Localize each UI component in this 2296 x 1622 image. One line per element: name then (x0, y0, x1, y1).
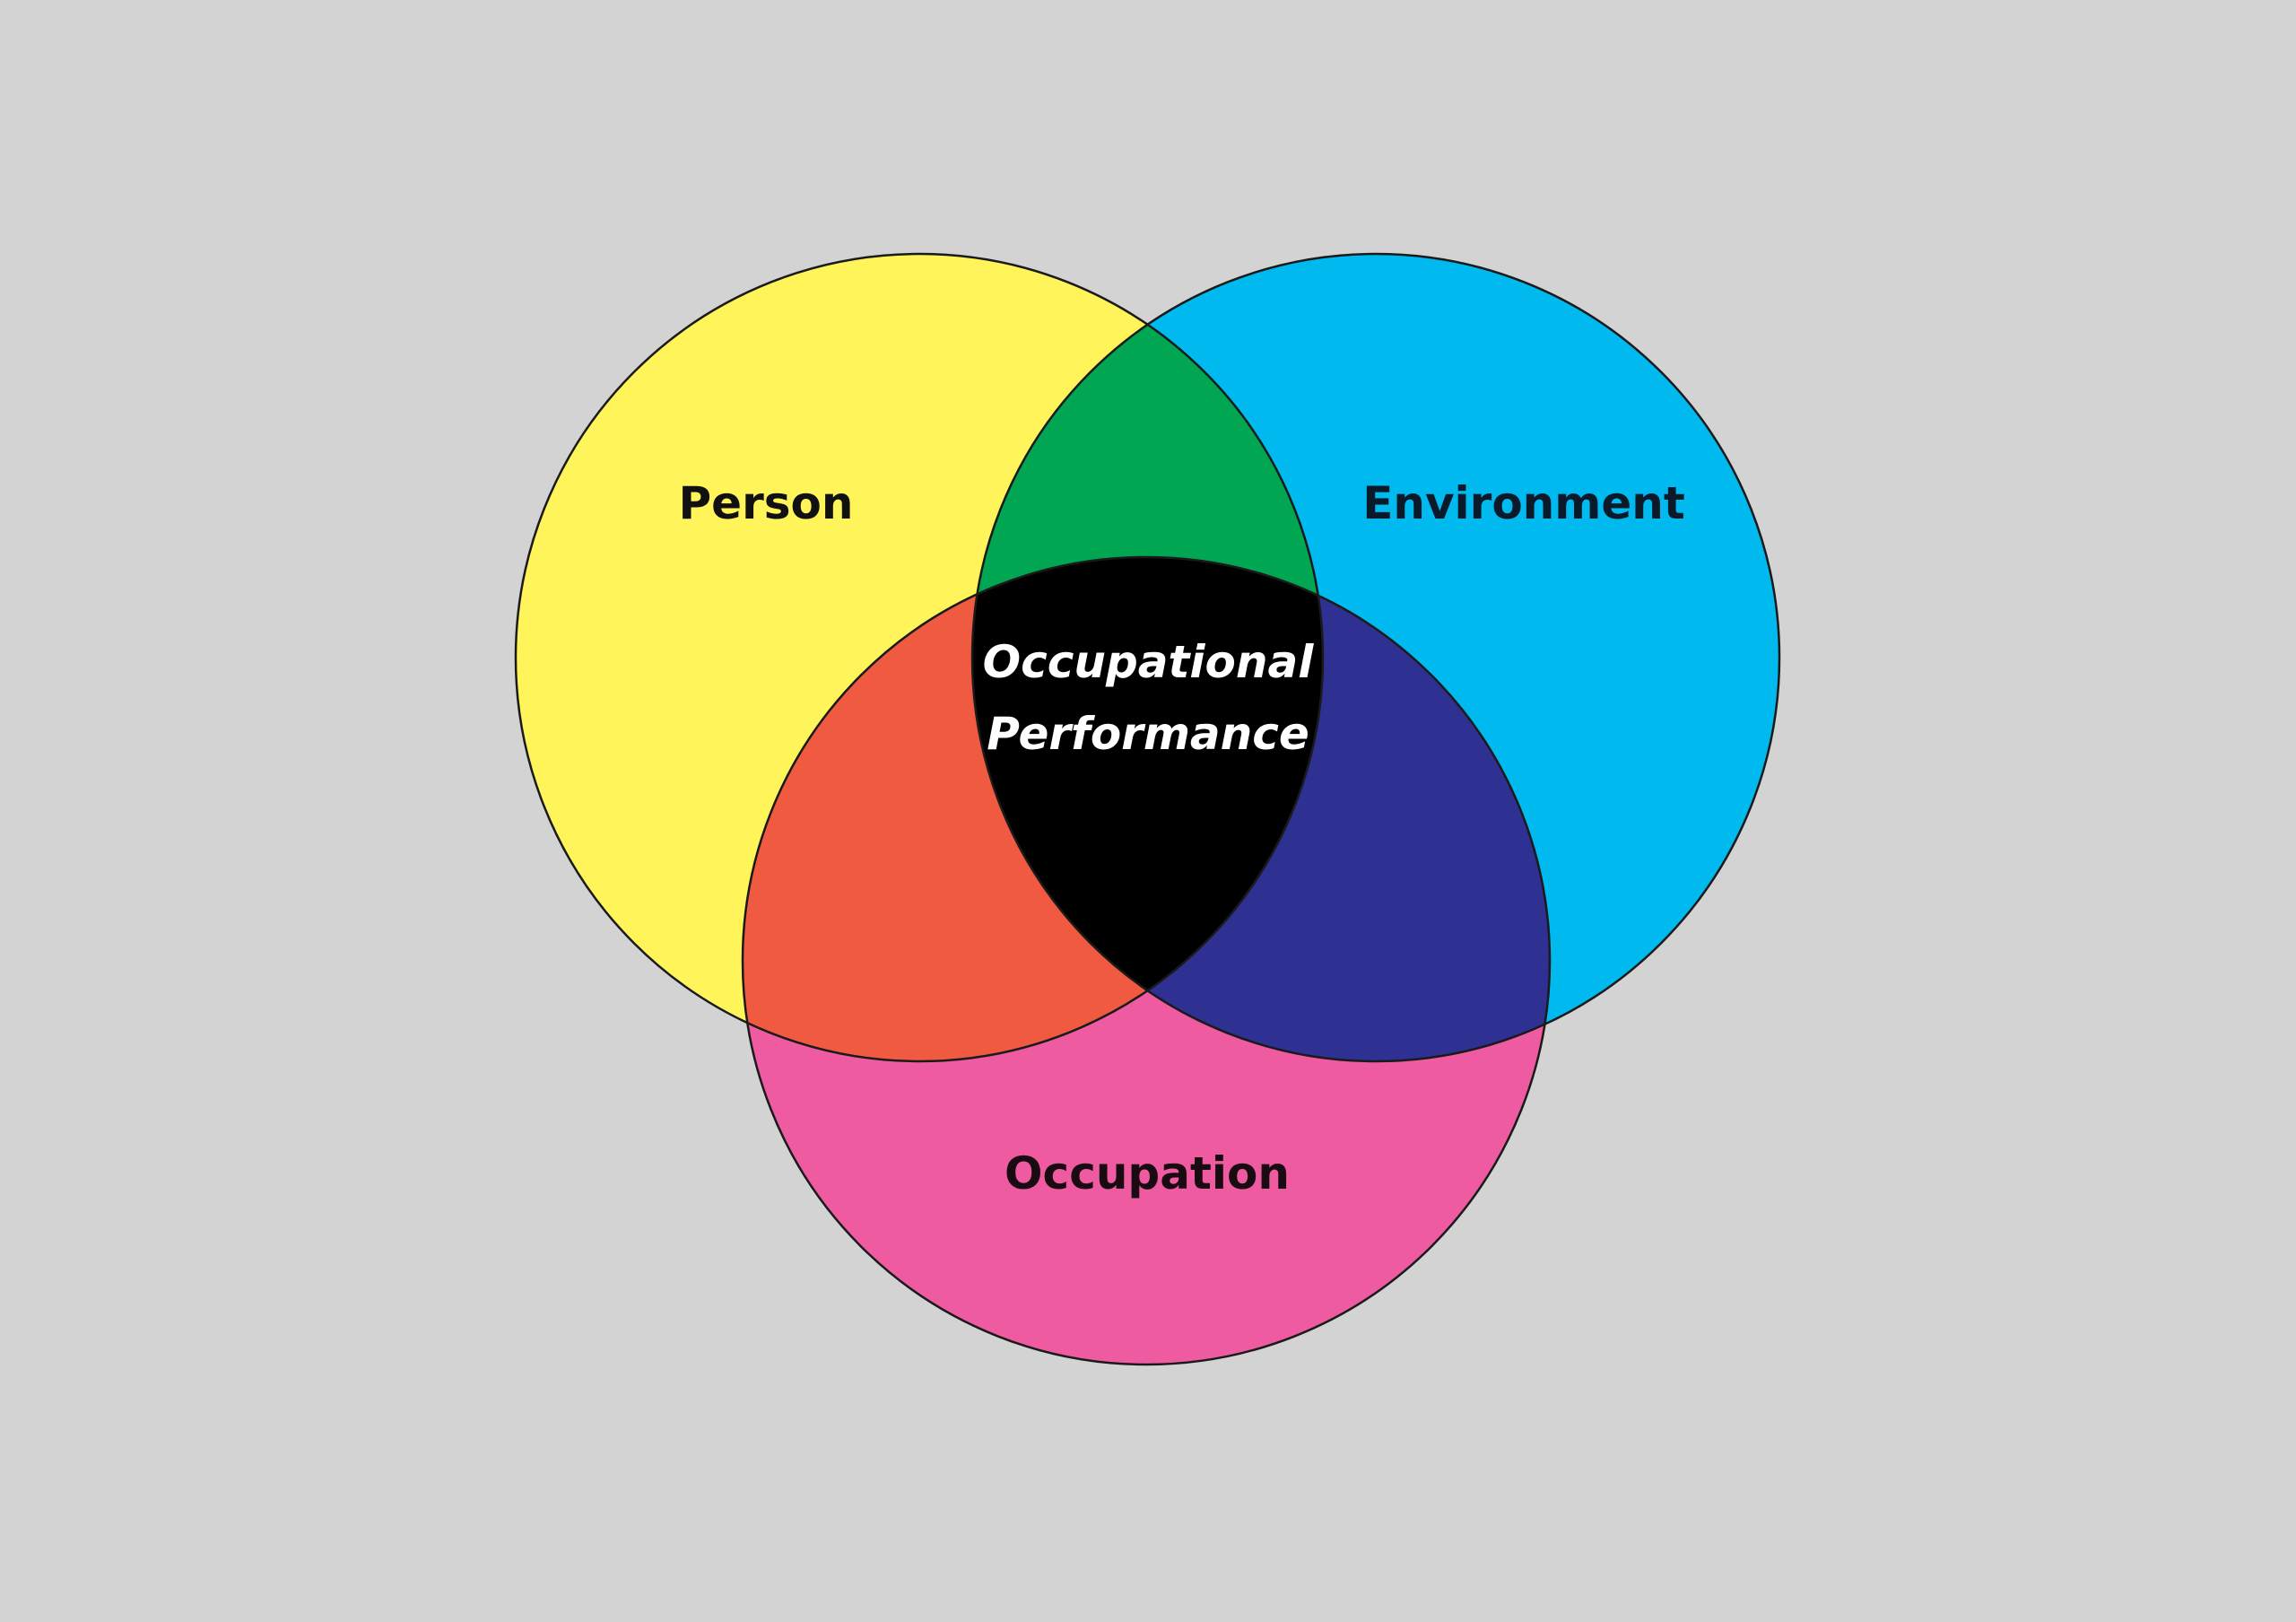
environment-outline (970, 252, 1781, 1063)
occupational-performance-line2: Performance (987, 708, 1309, 760)
occupational-performance-region (972, 557, 1323, 1061)
occupational-performance-line1: Occupational (983, 636, 1315, 688)
environment-label: Environment (1362, 477, 1685, 529)
occupation-outline (741, 555, 1552, 1366)
person-outline (514, 252, 1325, 1063)
occupation-label: Occupation (1004, 1147, 1290, 1199)
person-label: Person (679, 477, 854, 529)
